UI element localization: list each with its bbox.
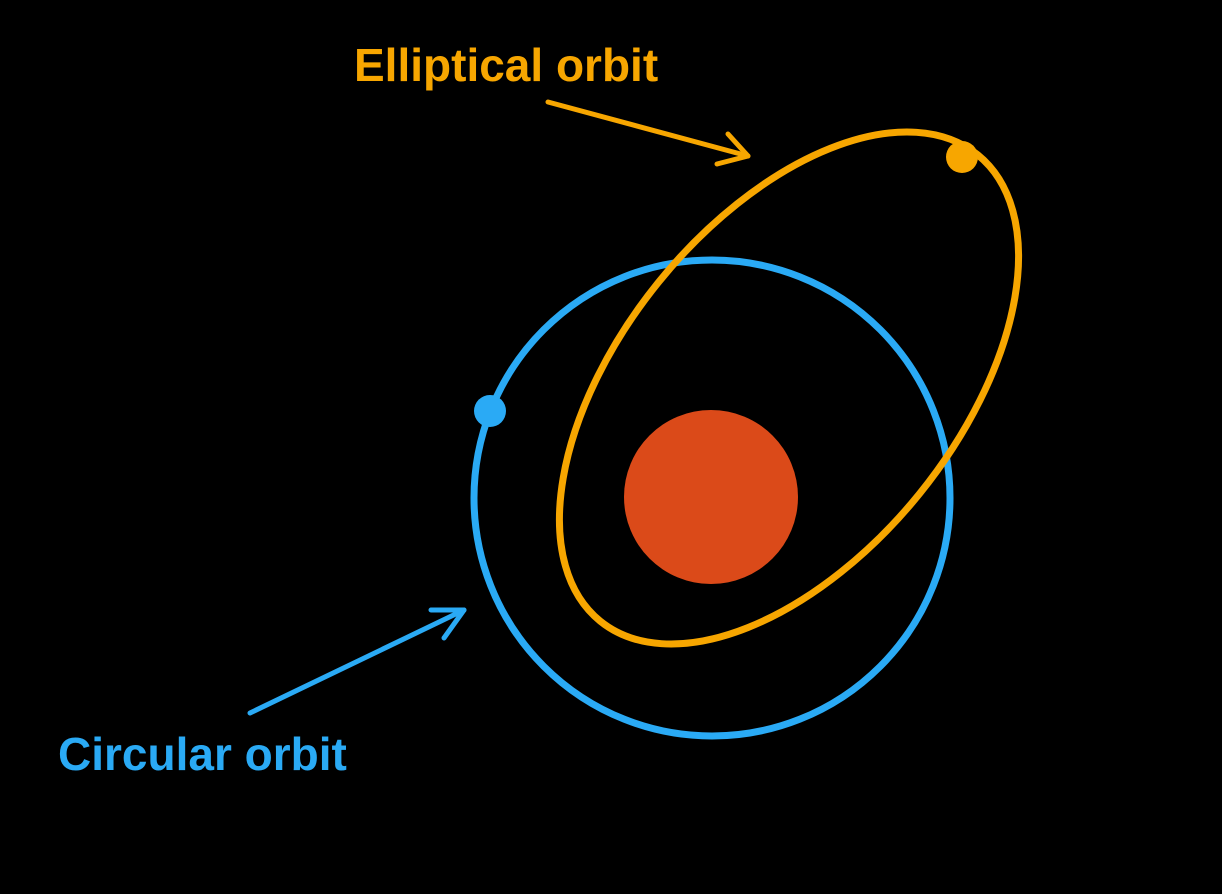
circular-orbit-label: Circular orbit [58, 728, 347, 780]
circular-arrow [247, 607, 467, 716]
elliptical-orbit-satellite [946, 141, 978, 173]
circular-orbit [470, 256, 954, 740]
elliptical-orbit-label: Elliptical orbit [354, 39, 658, 91]
elliptical-arrow [545, 99, 751, 167]
circular-orbit-satellite [474, 395, 506, 427]
central-body [624, 410, 798, 584]
